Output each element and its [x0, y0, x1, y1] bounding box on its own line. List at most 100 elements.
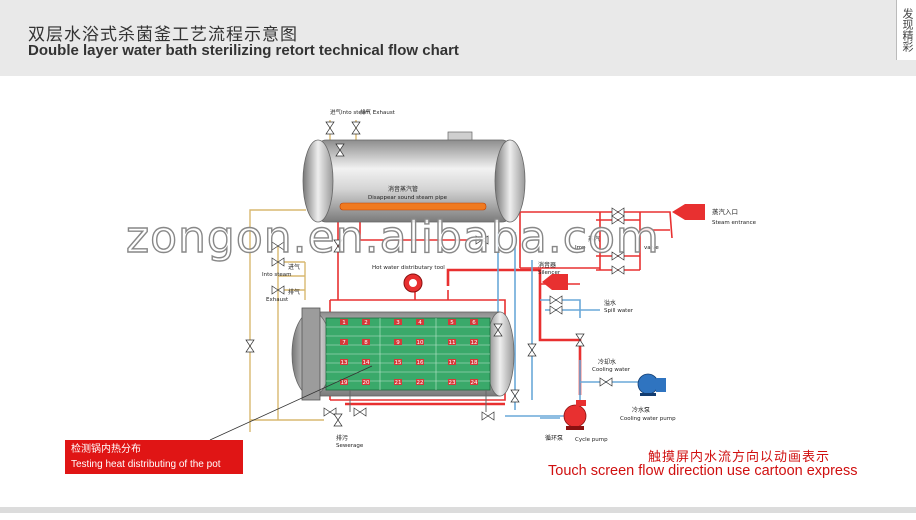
- tray-marker: [394, 379, 402, 385]
- label-left-into-steam-en: Into steam: [262, 272, 292, 278]
- note-box: 检测锅内热分布 Testing heat distributing of the…: [65, 440, 243, 474]
- tray-number: 23: [449, 380, 456, 386]
- valve-icon[interactable]: [549, 305, 563, 315]
- label-left-into-steam-cn: 进气: [288, 263, 300, 271]
- label-cycle-pump-en: Cycle pump: [575, 437, 608, 443]
- note-cn: 检测锅内热分布: [71, 444, 141, 455]
- valve-icon[interactable]: [333, 239, 343, 253]
- tray-marker: [470, 359, 478, 365]
- valve-icon[interactable]: [611, 251, 625, 261]
- tray-marker: [416, 319, 424, 325]
- valve-icon[interactable]: [611, 207, 625, 217]
- tray-marker: [340, 319, 348, 325]
- valve-icon[interactable]: [323, 407, 337, 417]
- label-partial-center-2: Imp: [575, 245, 586, 251]
- lower-retort: [291, 307, 515, 412]
- valve-icon[interactable]: [493, 323, 503, 337]
- valve-icon[interactable]: [575, 333, 585, 347]
- label-sewerage-cn: 排污: [336, 434, 348, 442]
- valve-icon[interactable]: [611, 215, 625, 225]
- tray-number: 6: [472, 320, 476, 326]
- tray-marker: [448, 379, 456, 385]
- valve-icon[interactable]: [351, 121, 361, 135]
- label-silencer-cn: 消音器: [538, 261, 556, 269]
- valve-icon[interactable]: [271, 257, 285, 267]
- label-left-exhaust-en: Exhaust: [266, 297, 289, 303]
- tray-number: 20: [363, 380, 370, 386]
- tray-marker: [470, 319, 478, 325]
- tray-marker: [394, 339, 402, 345]
- valve-icon[interactable]: [245, 339, 255, 353]
- page-title-cn: 双层水浴式杀菌釜工艺流程示意图: [28, 25, 298, 45]
- label-cooling-pump-cn: 冷水泵: [632, 406, 650, 414]
- valve-icon[interactable]: [333, 413, 343, 427]
- tray-marker: [362, 319, 370, 325]
- label-top-exhaust: 排气 Exhaust: [360, 108, 396, 116]
- label-steam-entrance-cn: 蒸汽入口: [712, 207, 738, 216]
- tray-marker: [448, 339, 456, 345]
- touch-note-en: Touch screen flow direction use cartoon …: [548, 463, 858, 479]
- valve-icon[interactable]: [527, 343, 537, 357]
- side-tab[interactable]: 发现精彩: [896, 0, 916, 60]
- tray-number: 12: [471, 340, 478, 346]
- valve-icon[interactable]: [335, 143, 345, 157]
- tray-marker: [362, 339, 370, 345]
- valve-icon[interactable]: [599, 377, 613, 387]
- tray-marker: [394, 359, 402, 365]
- note-pointer-line: [209, 365, 373, 441]
- header-bar: [0, 0, 916, 76]
- tray-number: 10: [417, 340, 424, 346]
- watermark: zongon.en.alibaba.com: [125, 211, 660, 263]
- tray-marker: [340, 379, 348, 385]
- tray-number: 5: [450, 320, 454, 326]
- tray-number: 4: [418, 320, 422, 326]
- tray-marker: [416, 359, 424, 365]
- tray-marker: [416, 339, 424, 345]
- hot-water-distributor: [403, 273, 423, 293]
- valve-icon[interactable]: [611, 265, 625, 275]
- tray-marker: [340, 359, 348, 365]
- tray-number: 18: [471, 360, 478, 366]
- tray-marker: [416, 379, 424, 385]
- valves: [245, 121, 625, 427]
- valve-icon[interactable]: [549, 295, 563, 305]
- silencer: [542, 274, 568, 290]
- tray-number: 14: [363, 360, 370, 366]
- tray-number: 11: [449, 340, 456, 346]
- tray-number: 15: [395, 360, 402, 366]
- label-cooling-water-en: Cooling water: [592, 367, 631, 373]
- valve-icon[interactable]: [325, 121, 335, 135]
- valve-icon[interactable]: [475, 235, 489, 245]
- page-title-en: Double layer water bath sterilizing reto…: [28, 42, 459, 59]
- label-partial-center-3: valve: [644, 245, 659, 251]
- cooling-water-pump[interactable]: [637, 373, 666, 396]
- valve-icon[interactable]: [510, 389, 520, 403]
- air-pipes: [249, 120, 357, 432]
- tray-marker: [448, 359, 456, 365]
- tray-number: 21: [395, 380, 402, 386]
- label-steam-entrance-en: Steam entrance: [712, 220, 757, 226]
- steam-entrance-arrow: [672, 204, 705, 220]
- cycle-pump[interactable]: [563, 400, 587, 430]
- label-cooling-water-cn: 冷却水: [598, 358, 616, 366]
- valve-icon[interactable]: [481, 411, 495, 421]
- tray-number: 7: [342, 340, 346, 346]
- tray-marker: [362, 359, 370, 365]
- valve-icon[interactable]: [271, 241, 285, 251]
- label-hot-water-tool: Hot water distributary tool: [372, 265, 445, 271]
- tray-number: 3: [396, 320, 400, 326]
- tray-number: 17: [449, 360, 456, 366]
- tray-marker: [470, 379, 478, 385]
- label-cooling-pump-en: Cooling water pump: [620, 416, 676, 422]
- valve-icon[interactable]: [353, 407, 367, 417]
- label-spill-en: Spill water: [604, 308, 634, 314]
- valve-icon[interactable]: [271, 285, 285, 295]
- tray-number: 2: [364, 320, 368, 326]
- tray-number: 13: [341, 360, 348, 366]
- label-sewerage-en: Sewerage: [336, 443, 364, 449]
- label-top-into-steam: 进气Into steam: [330, 108, 371, 116]
- tray-number: 16: [417, 360, 424, 366]
- tray-number: 22: [417, 380, 424, 386]
